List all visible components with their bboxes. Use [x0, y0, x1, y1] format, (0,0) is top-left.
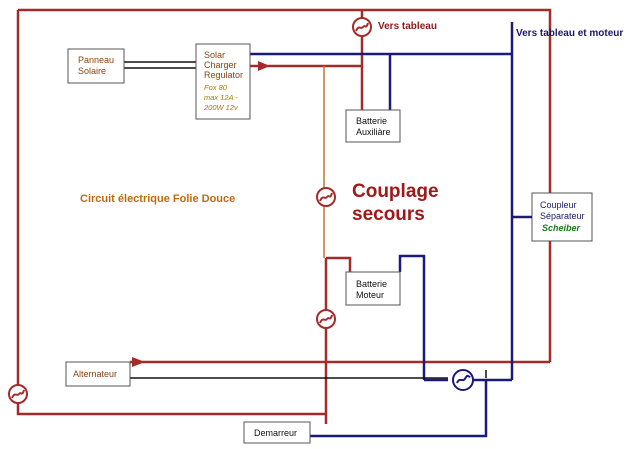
- regulator-label-2: Charger: [204, 60, 237, 70]
- coupleur-brand: Scheiber: [542, 223, 581, 233]
- alternateur-box: [65, 361, 131, 387]
- coupleur-label-2: Séparateur: [540, 211, 585, 221]
- regulator-spec-2: max 12A -: [204, 93, 238, 102]
- regulator-label-3: Regulator: [204, 70, 243, 80]
- batterie-aux-label-1: Batterie: [356, 116, 387, 126]
- vers-tableau-moteur-label: Vers tableau et moteur: [516, 28, 623, 39]
- vers-tableau-label: Vers tableau: [378, 21, 437, 32]
- batterie-aux-label-2: Auxiliàre: [356, 127, 391, 137]
- demarreur-label: Demarreur: [254, 428, 297, 438]
- couplage-label-2: secours: [352, 204, 425, 225]
- batterie-moteur-label-2: Moteur: [356, 290, 384, 300]
- circuit-title: Circuit électrique Folie Douce: [80, 193, 235, 205]
- alternateur-label: Alternateur: [73, 369, 117, 379]
- batterie-aux-box: [345, 109, 401, 143]
- couplage-label-1: Couplage: [352, 181, 439, 202]
- coupleur-label-1: Coupleur: [540, 200, 577, 210]
- demarreur-box: [243, 421, 311, 444]
- batterie-moteur-box: [345, 271, 401, 306]
- regulator-spec-3: 200W 12v: [203, 103, 239, 112]
- switch-icon: [452, 369, 474, 391]
- panneau-label-1: Panneau: [78, 55, 114, 65]
- panneau-box: [67, 48, 125, 84]
- batterie-moteur-label-1: Batterie: [356, 279, 387, 289]
- fuse-icon: [8, 384, 28, 404]
- regulator-label-1: Solar: [204, 50, 225, 60]
- arrow-icon: [132, 61, 270, 367]
- regulator-box: [195, 43, 251, 120]
- regulator-spec-1: Fox 80: [204, 83, 228, 92]
- black-wires: [124, 61, 487, 379]
- fuse-icon: [316, 309, 336, 329]
- fuse-icon: [316, 187, 336, 207]
- blue-wires: [250, 22, 514, 438]
- fuse-icon: [352, 17, 372, 37]
- panneau-label-2: Solaire: [78, 66, 106, 76]
- coupleur-box: [531, 192, 593, 242]
